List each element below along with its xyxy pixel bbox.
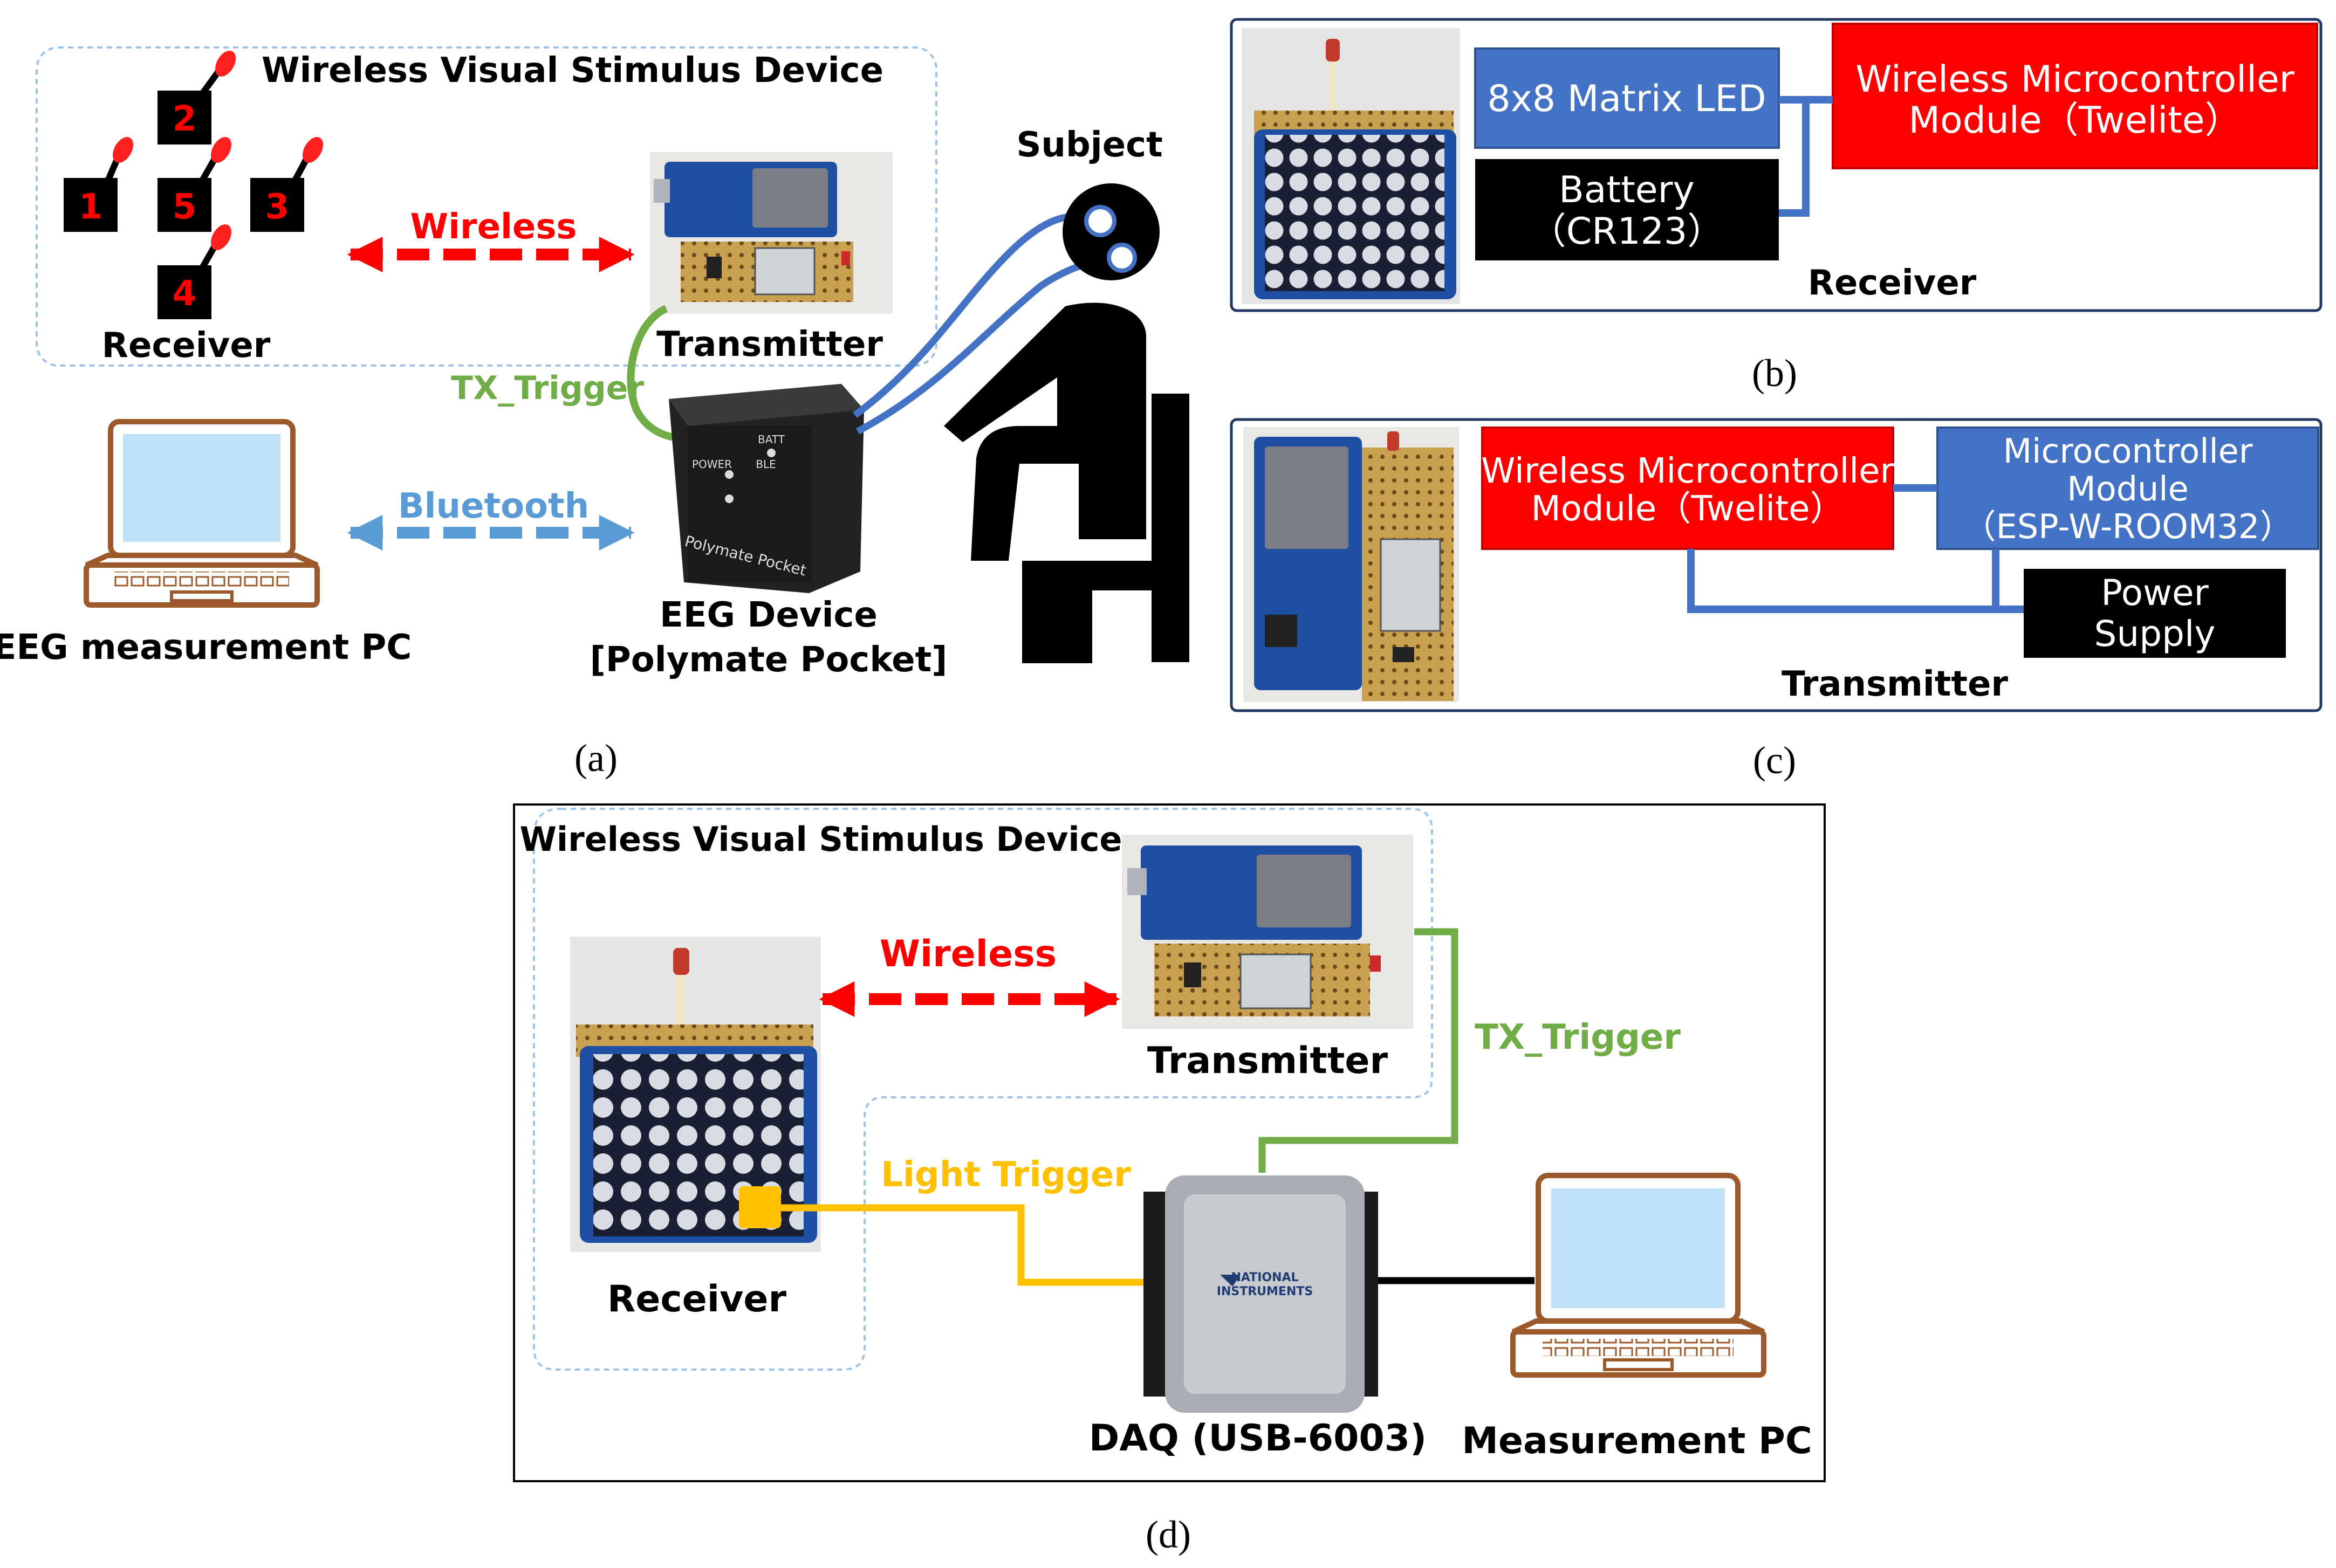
pc-label-a: EEG measurement PC: [0, 628, 412, 668]
tx-trigger-cable-d: [1258, 928, 1458, 1173]
receiver-unit-3: 3: [250, 137, 323, 232]
receiver-number: 1: [79, 187, 103, 227]
subject-label: Subject: [1016, 125, 1162, 165]
power-supply-line1: Power: [2101, 572, 2209, 614]
transmitter-label-a: Transmitter: [656, 325, 883, 365]
receiver-label-a: Receiver: [102, 326, 271, 366]
wireless-module-c-line2: Module（Twelite）: [1531, 489, 1845, 529]
caption-d: (d): [1146, 1513, 1191, 1556]
laptop-icon: [84, 419, 320, 608]
matrix-led-label: 8x8 Matrix LED: [1487, 78, 1766, 120]
transmitter-photo-d: [1122, 835, 1413, 1029]
eeg-panel-mark: POWER: [692, 458, 732, 471]
receiver-unit-1: 1: [64, 137, 133, 232]
power-supply-line2: Supply: [2094, 613, 2216, 655]
receiver-number: 2: [173, 99, 197, 139]
receiver-label-b: Receiver: [1808, 263, 1977, 303]
ni-logo-line2: INSTRUMENTS: [1217, 1285, 1313, 1298]
receiver-number: 4: [173, 274, 197, 314]
wireless-module-b-line1: Wireless Microcontroller: [1855, 58, 2294, 101]
eeg-device: BATT POWER BLE Polymate Pocket: [669, 384, 864, 593]
mcu-module-line2: Module: [2067, 469, 2188, 508]
battery-label-line1: Battery: [1559, 169, 1695, 211]
stimulus-device-group-a: [36, 46, 937, 367]
connector-b: [1779, 96, 1833, 217]
group-title-a: Wireless Visual Stimulus Device: [262, 51, 883, 91]
stimulus-device-group-d: [533, 808, 1433, 1371]
panel-d: Wireless Visual Stimulus Device Receiver…: [513, 803, 1826, 1556]
eeg-panel-mark: BLE: [756, 458, 776, 471]
seated-person-icon: [944, 183, 1189, 663]
caption-a: (a): [574, 737, 618, 780]
receiver-unit-4: 4: [157, 224, 231, 319]
wireless-module-block-c: [1481, 427, 1894, 550]
receiver-unit-5: 5: [157, 137, 231, 232]
led-matrix-board: [1242, 28, 1460, 304]
caption-b: (b): [1752, 352, 1797, 395]
caption-c: (c): [1753, 739, 1796, 782]
receiver-number: 3: [265, 187, 290, 227]
panel-c: Wireless Microcontroller Module（Twelite）…: [1230, 418, 2323, 782]
tx-trigger-cable-a: [627, 305, 688, 442]
panel-b: 8x8 Matrix LED Battery （CR123） Wireless …: [1230, 18, 2323, 395]
eeg-label-a-line2: [Polymate Pocket]: [590, 640, 948, 680]
eeg-panel-mark: BATT: [758, 433, 785, 446]
receiver-unit-2: 2: [157, 51, 236, 145]
pc-label-d: Measurement PC: [1462, 1420, 1812, 1462]
microcontroller-board: [1243, 427, 1459, 702]
power-supply-block: [2024, 569, 2286, 658]
laptop-icon-d: [1510, 1173, 1766, 1378]
wireless-module-c-line1: Wireless Microcontroller: [1481, 451, 1894, 491]
daq-device: NATIONAL INSTRUMENTS: [1143, 1175, 1378, 1413]
transmitter-photo-a: [650, 152, 893, 314]
wireless-module-b-line2: Module（Twelite）: [1908, 99, 2241, 142]
mcu-module-line1: Microcontroller: [2003, 431, 2253, 471]
light-trigger-cable: [781, 1204, 1146, 1286]
wireless-module-block-b: [1832, 23, 2318, 169]
ni-logo-line1: NATIONAL: [1231, 1271, 1298, 1284]
matrix-led-block: [1474, 47, 1780, 149]
transmitter-label-c: Transmitter: [1782, 664, 2008, 704]
wireless-label-d: Wireless: [880, 933, 1057, 975]
light-trigger-label: Light Trigger: [881, 1155, 1131, 1195]
transmitter-label-d: Transmitter: [1147, 1040, 1388, 1082]
tx-trigger-label-a: TX_Trigger: [451, 369, 644, 407]
receiver-label-d: Receiver: [607, 1278, 787, 1321]
mcu-module-line3: （ESP-W-ROOM32）: [1963, 507, 2293, 546]
connector-c: [1687, 484, 2024, 613]
group-title-d: Wireless Visual Stimulus Device: [520, 820, 1122, 859]
light-sensor-box: [739, 1186, 781, 1228]
battery-label-line2: （CR123）: [1530, 210, 1724, 253]
bluetooth-label-a: Bluetooth: [398, 486, 589, 526]
panel-a: Wireless Visual Stimulus Device 2 1 5 3: [0, 46, 1189, 780]
wireless-label-a: Wireless: [410, 207, 577, 247]
battery-block: [1475, 159, 1779, 260]
daq-label: DAQ (USB-6003): [1089, 1417, 1427, 1460]
receiver-number: 5: [173, 187, 197, 227]
tx-trigger-label-d: TX_Trigger: [1475, 1017, 1681, 1057]
eeg-label-a-line1: EEG Device: [660, 595, 878, 635]
